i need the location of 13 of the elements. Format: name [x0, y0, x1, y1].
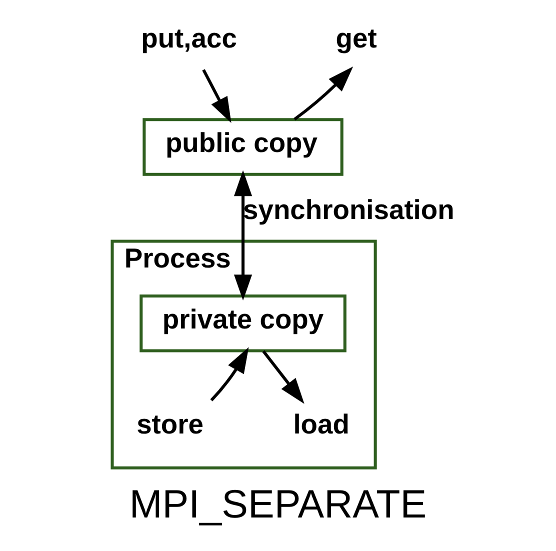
node-text: get — [336, 22, 377, 54]
arrow — [234, 170, 252, 300]
node-box: public copy — [142, 118, 344, 176]
node-text: load — [293, 408, 350, 440]
arrow — [210, 347, 249, 402]
arrow — [202, 69, 232, 124]
node-box: private copy — [140, 294, 346, 352]
node-text: put,acc — [141, 22, 237, 54]
node-text: store — [136, 408, 204, 440]
edge-label: synchronisation — [243, 194, 454, 226]
arrow — [294, 66, 354, 121]
caption: MPI_SEPARATE — [129, 482, 427, 527]
arrow — [262, 350, 304, 404]
